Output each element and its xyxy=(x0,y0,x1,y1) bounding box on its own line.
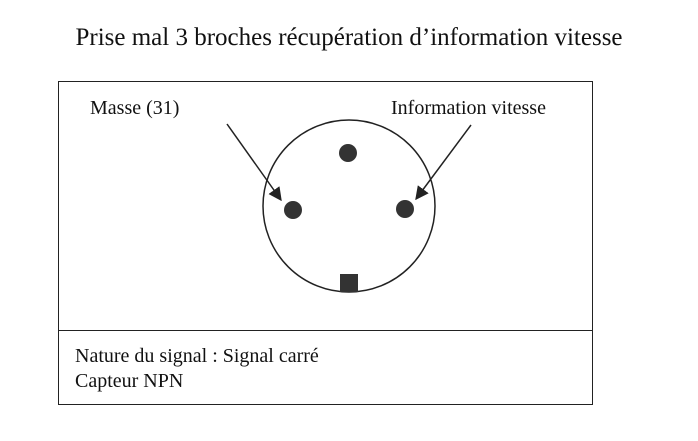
arrow-speed xyxy=(415,124,472,201)
pin-speed xyxy=(396,200,414,218)
key-notch xyxy=(340,274,358,292)
pin-top xyxy=(339,144,357,162)
pin-ground xyxy=(284,201,302,219)
diagram-title: Prise mal 3 broches récupération d’infor… xyxy=(75,24,623,51)
arrow-ground xyxy=(226,123,282,202)
label-ground: Masse (31) xyxy=(90,97,180,119)
notes-section: Nature du signal : Signal carré Capteur … xyxy=(75,344,319,394)
sensor-type-text: Capteur NPN xyxy=(75,370,184,392)
label-speed-info: Information vitesse xyxy=(391,97,546,119)
signal-nature-text: Nature du signal : Signal carré xyxy=(75,345,319,367)
connector-diagram xyxy=(226,119,472,293)
divider xyxy=(59,330,592,331)
diagram-frame: Masse (31) Information vitesse Nature du… xyxy=(58,81,593,405)
